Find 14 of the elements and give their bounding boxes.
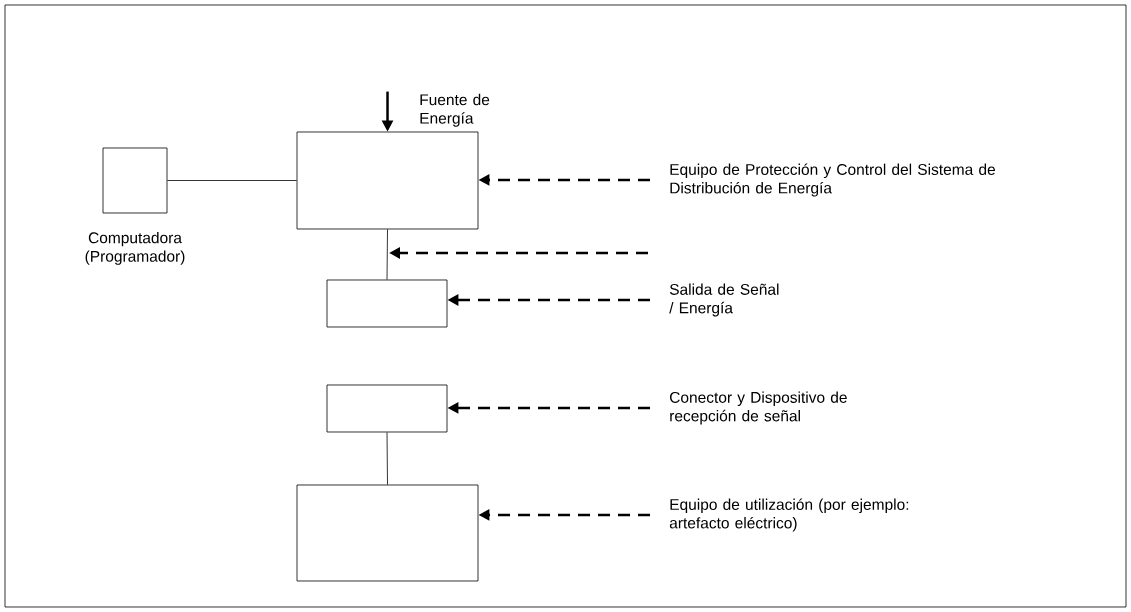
connector-line [167, 180, 297, 181]
connector-line [386, 229, 388, 280]
edge-label: Fuente de Energía [420, 93, 490, 127]
description-text: Salida de Señal / Energía [669, 283, 779, 317]
block-box [102, 147, 168, 214]
block-box [326, 279, 448, 328]
description-text: Equipo de Protección y Control del Sistema de Distribución de Energía [670, 163, 995, 197]
block-box [296, 484, 479, 582]
connector-line [386, 432, 388, 485]
block-box [296, 131, 479, 230]
caption-text: Computadora (Programador) [85, 231, 185, 265]
description-text: Equipo de utilización (por ejemplo: artefacto eléctrico) [669, 498, 909, 532]
description-text: Conector y Dispositivo de recepción de señal [670, 391, 847, 425]
block-box [326, 384, 448, 433]
